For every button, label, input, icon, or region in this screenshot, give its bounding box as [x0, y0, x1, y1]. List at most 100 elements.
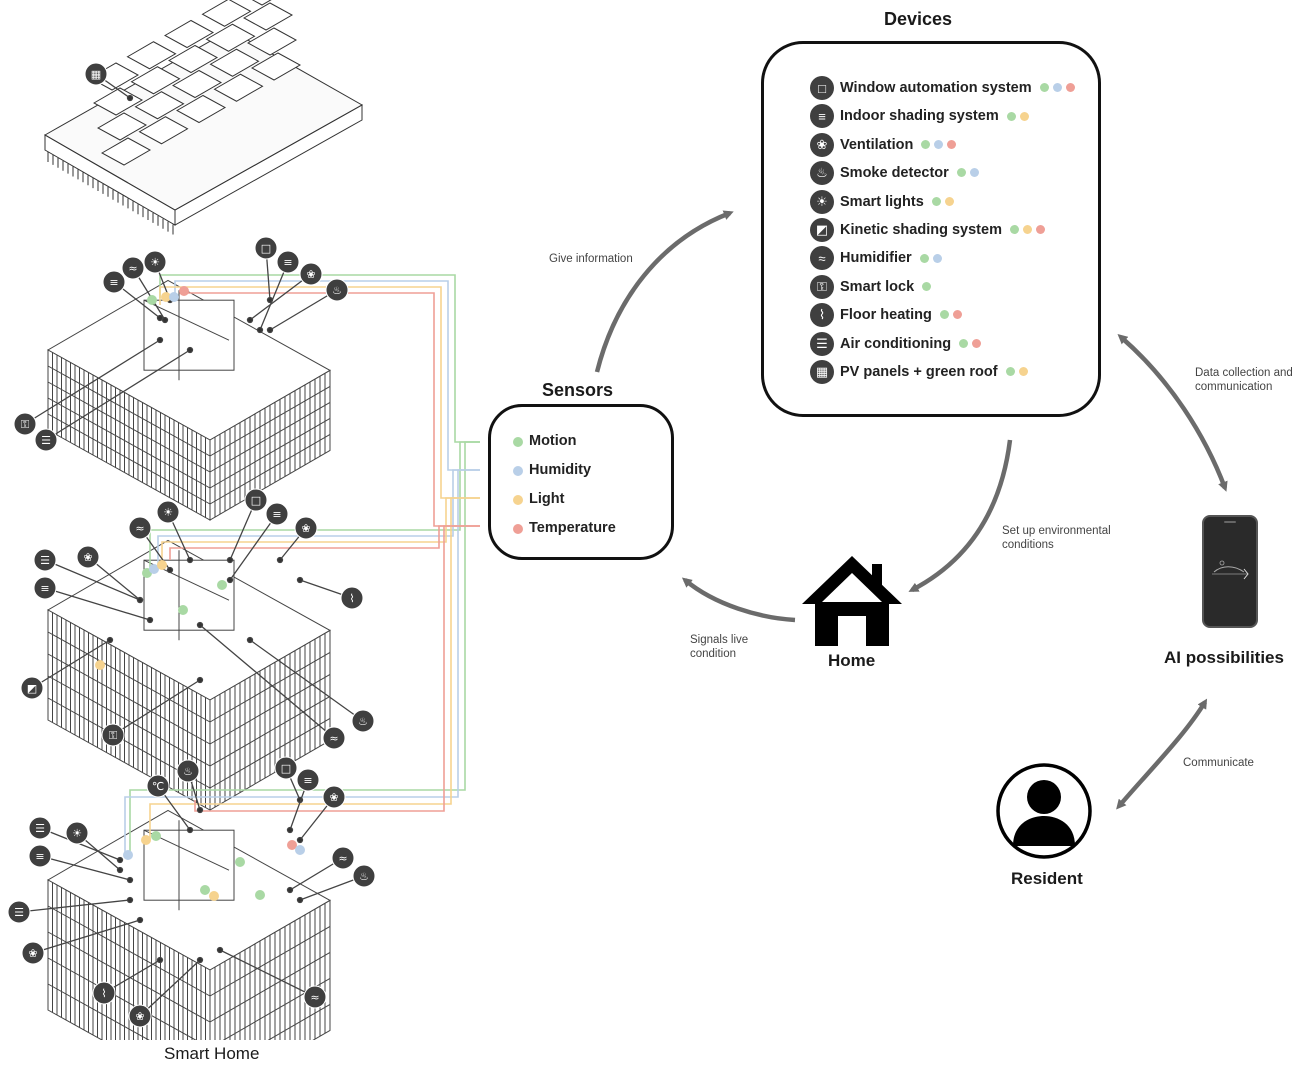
house-device-icon: ≈	[128, 516, 152, 540]
svg-text:≡: ≡	[303, 774, 312, 787]
device-label: Humidifier	[840, 250, 912, 267]
house-device-icon: ☀	[156, 500, 180, 524]
arrow-give-information	[594, 210, 734, 373]
light-dot	[513, 495, 523, 505]
house-device-icon: ◩	[20, 676, 44, 700]
svg-text:☰: ☰	[14, 906, 24, 919]
smart-home-label: Smart Home	[164, 1044, 260, 1063]
house-device-icon: ☰	[7, 900, 31, 924]
house-device-icon: ⌇	[92, 981, 116, 1005]
house-device-icon: ❀	[76, 545, 100, 569]
humidity-dot	[1052, 83, 1062, 93]
light-sensor-dot	[161, 292, 171, 302]
solar-panel-icon: ▦	[810, 360, 834, 384]
device-label: Kinetic shading system	[840, 222, 1002, 238]
arrow-communicate	[1116, 698, 1208, 810]
fan-icon: ❀	[810, 132, 834, 157]
motion-sensor-dot	[255, 890, 265, 900]
temperature-dot	[513, 524, 523, 534]
device-label: Smoke detector	[840, 165, 949, 182]
house-device-icon: ≡	[276, 250, 300, 274]
floor-plate	[46, 539, 332, 811]
house-device-icon: ≈	[322, 726, 346, 750]
house-device-icon: □	[244, 488, 268, 512]
arrow-signals-live	[681, 577, 796, 623]
devices-panel: □Window automation system≡Indoor shading…	[761, 41, 1101, 417]
light-sensor-dot	[209, 891, 219, 901]
house-device-icon: ℃	[146, 774, 170, 798]
house-device-icon: ☰	[34, 428, 58, 452]
house-device-icon: ≡	[265, 502, 289, 526]
house-device-icon: ☰	[28, 816, 52, 840]
house-device-icon: ≈	[331, 846, 355, 870]
device-label: Ventilation	[840, 136, 914, 153]
sensor-temperature: Temperature	[513, 520, 616, 536]
device-item: ♨ Smoke detector	[810, 161, 979, 186]
svg-text:❀: ❀	[28, 947, 37, 960]
svg-text:⚿: ⚿	[109, 729, 117, 742]
house-device-icon: ≈	[121, 256, 145, 280]
temperature-sensor-dot	[287, 840, 297, 850]
device-sensor-dots	[928, 193, 954, 211]
svg-text:⚿: ⚿	[21, 418, 29, 431]
temperature-dot	[952, 310, 962, 320]
humidity-dot	[934, 140, 944, 150]
motion-dot	[1005, 367, 1015, 377]
communicate-label: Communicate	[1183, 757, 1254, 769]
svg-text:♨: ♨	[332, 284, 342, 297]
svg-text:❀: ❀	[329, 791, 338, 804]
svg-text:□: □	[261, 242, 271, 255]
give-information-label: Give information	[549, 253, 633, 265]
device-item: ≈Humidifier	[810, 246, 942, 271]
svg-text:☰: ☰	[35, 822, 45, 835]
motion-sensor-dot	[217, 580, 227, 590]
device-sensor-dots	[1002, 363, 1028, 381]
arrow-data-collection	[1117, 334, 1228, 492]
sensor-humidity: Humidity	[513, 462, 591, 478]
flame-icon: ♨	[810, 161, 834, 186]
motion-dot	[513, 437, 523, 447]
blinds-icon: ≡	[810, 104, 834, 129]
temperature-dot	[1035, 225, 1045, 235]
house-device-icon: ♨	[176, 759, 200, 783]
house-device-icon: ☰	[33, 548, 57, 572]
home-icon-inner	[822, 573, 882, 602]
phone-screen-graphic	[1212, 521, 1249, 580]
house-device-icon: ☀	[143, 250, 167, 274]
house-device-icon: ❀	[128, 1004, 152, 1028]
sensors-panel: Motion Humidity Light Temperature	[488, 404, 674, 560]
window-icon: □	[810, 76, 834, 100]
humidity-sensor-dot	[295, 845, 305, 855]
signals-live-label: Signals live condition	[690, 634, 749, 660]
set-up-label: Set up environmental conditions	[1002, 525, 1111, 551]
device-item: ⌇Floor heating	[810, 303, 962, 328]
svg-text:≡: ≡	[109, 276, 118, 289]
lock-icon: ⚿	[810, 274, 834, 299]
motion-dot	[931, 196, 941, 206]
data-collection-label: Data collection and communication	[1195, 367, 1293, 393]
sensor-label: Temperature	[529, 520, 616, 536]
device-item: ❀ Ventilation	[810, 132, 957, 157]
svg-text:❀: ❀	[135, 1010, 144, 1023]
devices-title: Devices	[884, 9, 953, 29]
house-device-icon: ⚿	[13, 412, 37, 436]
kinetic-shade-icon: ◩	[810, 218, 834, 242]
device-item: ⚿Smart lock	[810, 274, 932, 299]
house-device-icon: ⚿	[101, 723, 125, 747]
temperature-sensor-dot	[179, 286, 189, 296]
house-device-icon: ⌇	[340, 586, 364, 610]
motion-dot	[1006, 111, 1016, 121]
svg-text:≡: ≡	[272, 508, 281, 521]
device-sensor-dots	[936, 306, 962, 324]
svg-text:❀: ❀	[306, 268, 315, 281]
motion-sensor-dot	[151, 831, 161, 841]
house-device-icon: ❀	[322, 785, 346, 809]
light-dot	[1022, 225, 1032, 235]
device-sensor-dots	[917, 136, 957, 154]
svg-text:≡: ≡	[283, 256, 292, 269]
device-item: ▦PV panels + green roof	[810, 360, 1028, 384]
svg-text:☰: ☰	[41, 434, 51, 447]
smartphone-icon	[1202, 515, 1258, 628]
pv-roof	[43, 0, 364, 235]
